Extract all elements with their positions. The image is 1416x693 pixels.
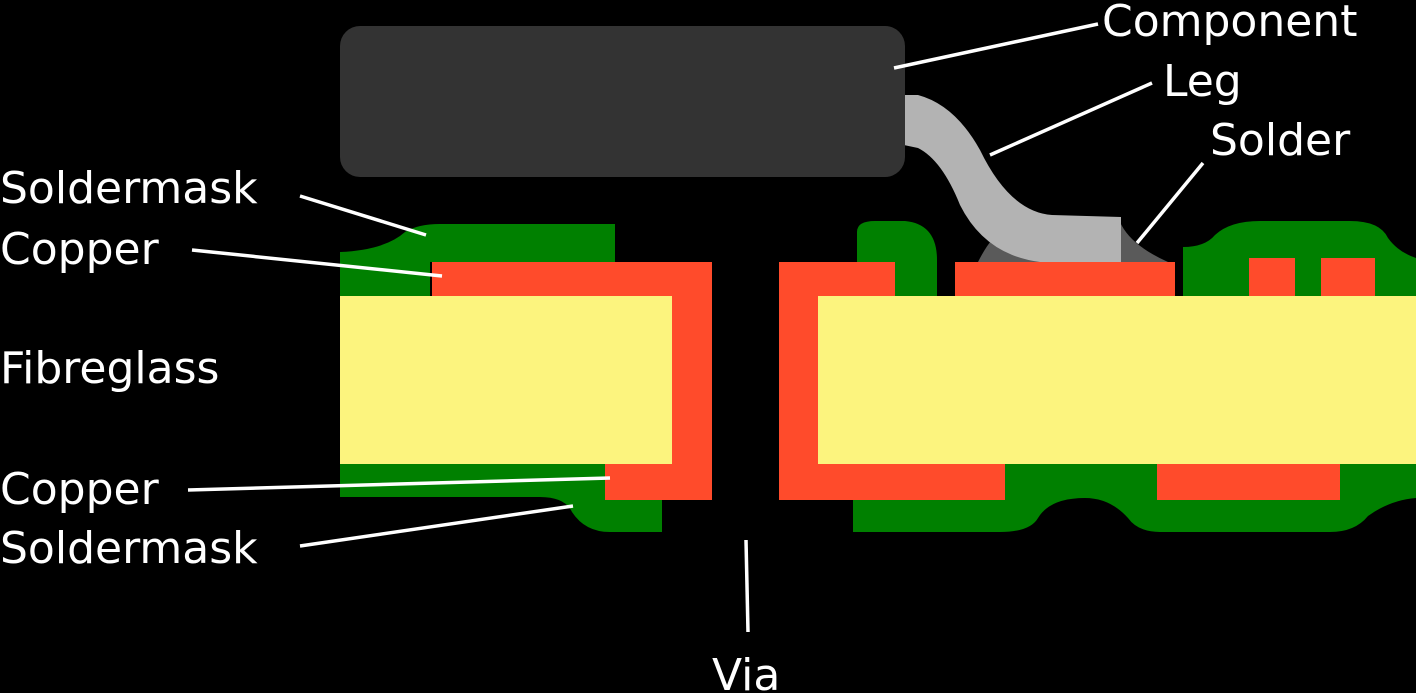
label-copper-top: Copper xyxy=(0,224,160,275)
label-leg: Leg xyxy=(1163,56,1242,107)
label-soldermask-bottom: Soldermask xyxy=(0,523,258,574)
leader-soldermask-bottom xyxy=(299,504,574,548)
copper-via-right xyxy=(779,262,1005,500)
fibreglass-left xyxy=(340,296,672,464)
labels: Component Leg Solder Soldermask Copper F… xyxy=(0,0,1357,693)
copper-via-left xyxy=(432,262,712,500)
label-component: Component xyxy=(1102,0,1357,47)
label-copper-bottom: Copper xyxy=(0,464,160,515)
fibreglass-layer xyxy=(340,296,1416,464)
leader-leg xyxy=(989,81,1153,157)
soldermask-top-right-a xyxy=(857,221,937,296)
leader-copper-bottom xyxy=(187,476,611,492)
leader-solder xyxy=(1135,161,1205,245)
component-body xyxy=(340,26,905,177)
component-leg xyxy=(880,95,1121,262)
leader-lines xyxy=(187,22,1205,633)
soldermask-top-left xyxy=(340,224,615,296)
copper-layer xyxy=(432,258,1375,500)
leader-via xyxy=(744,539,750,633)
leader-copper-top xyxy=(191,248,443,278)
copper-trace-bottom xyxy=(1157,464,1340,500)
fibreglass-right xyxy=(818,296,1416,464)
copper-trace-b xyxy=(1321,258,1375,296)
soldermask-bottom-left xyxy=(340,464,662,532)
leader-soldermask-top xyxy=(299,194,427,237)
copper-pad xyxy=(955,262,1175,296)
label-fibreglass: Fibreglass xyxy=(0,343,219,394)
leader-component xyxy=(893,22,1099,70)
copper-trace-a xyxy=(1249,258,1295,296)
label-via: Via xyxy=(712,650,780,693)
soldermask-top-right-b xyxy=(1183,221,1416,296)
label-soldermask-top: Soldermask xyxy=(0,163,258,214)
label-solder: Solder xyxy=(1210,115,1351,166)
